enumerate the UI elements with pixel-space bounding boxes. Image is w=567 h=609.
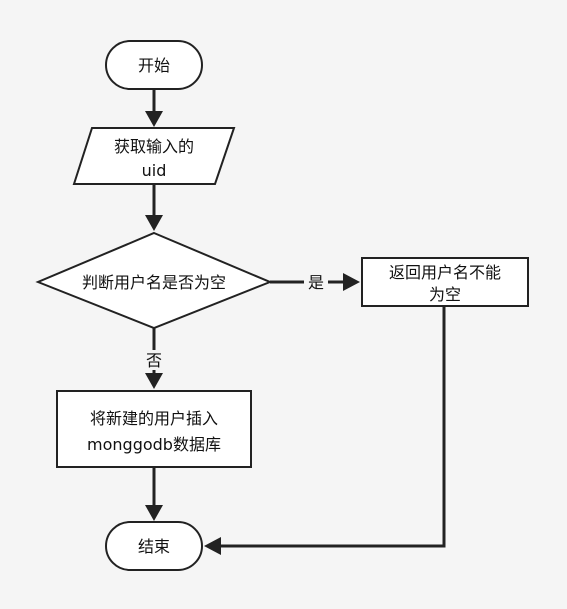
error-label-line-1: 返回用户名不能 (389, 263, 501, 282)
end-shape (105, 521, 203, 571)
start-shape (105, 40, 203, 90)
edge-insert-to-end (145, 467, 163, 521)
end-label: 结束 (138, 537, 170, 556)
arrowhead (145, 373, 163, 389)
insert-label-line-2: monggodb数据库 (87, 435, 221, 454)
input-label-line-2: uid (142, 161, 167, 180)
end-node: 结束 (105, 521, 203, 571)
start-label: 开始 (138, 56, 170, 75)
edge-check-to-error: 是 (270, 273, 360, 292)
check-node: 判断用户名是否为空 (35, 231, 273, 330)
input-shape (72, 127, 236, 185)
error-node: 返回用户名不能 为空 (361, 257, 529, 307)
input-node: 获取输入的 uid (72, 127, 236, 185)
arrowhead (145, 111, 163, 127)
edges: 是 否 (145, 89, 446, 555)
start-node: 开始 (105, 40, 203, 90)
edge-error-to-end (204, 306, 446, 555)
edge-label-yes: 是 (308, 273, 324, 292)
edge-start-to-input (145, 89, 163, 127)
arrowhead (343, 273, 360, 291)
edge-input-to-check (145, 184, 163, 231)
arrowhead (145, 505, 163, 521)
edge-label-no: 否 (146, 351, 162, 370)
error-label-line-2: 为空 (429, 285, 461, 304)
error-shape (361, 257, 529, 307)
insert-shape (56, 390, 252, 468)
insert-label-line-1: 将新建的用户插入 (90, 409, 218, 428)
input-label-line-1: 获取输入的 (114, 137, 194, 156)
edge-check-to-insert: 否 (145, 328, 163, 389)
check-shape (35, 231, 273, 330)
check-label: 判断用户名是否为空 (82, 273, 226, 292)
insert-node: 将新建的用户插入 monggodb数据库 (56, 390, 252, 468)
arrowhead (145, 215, 163, 231)
nodes: 开始 获取输入的 uid 判断用户名是否为空 返回用户名不能 为空 将新建的用户… (35, 40, 529, 571)
arrowhead (204, 537, 221, 555)
